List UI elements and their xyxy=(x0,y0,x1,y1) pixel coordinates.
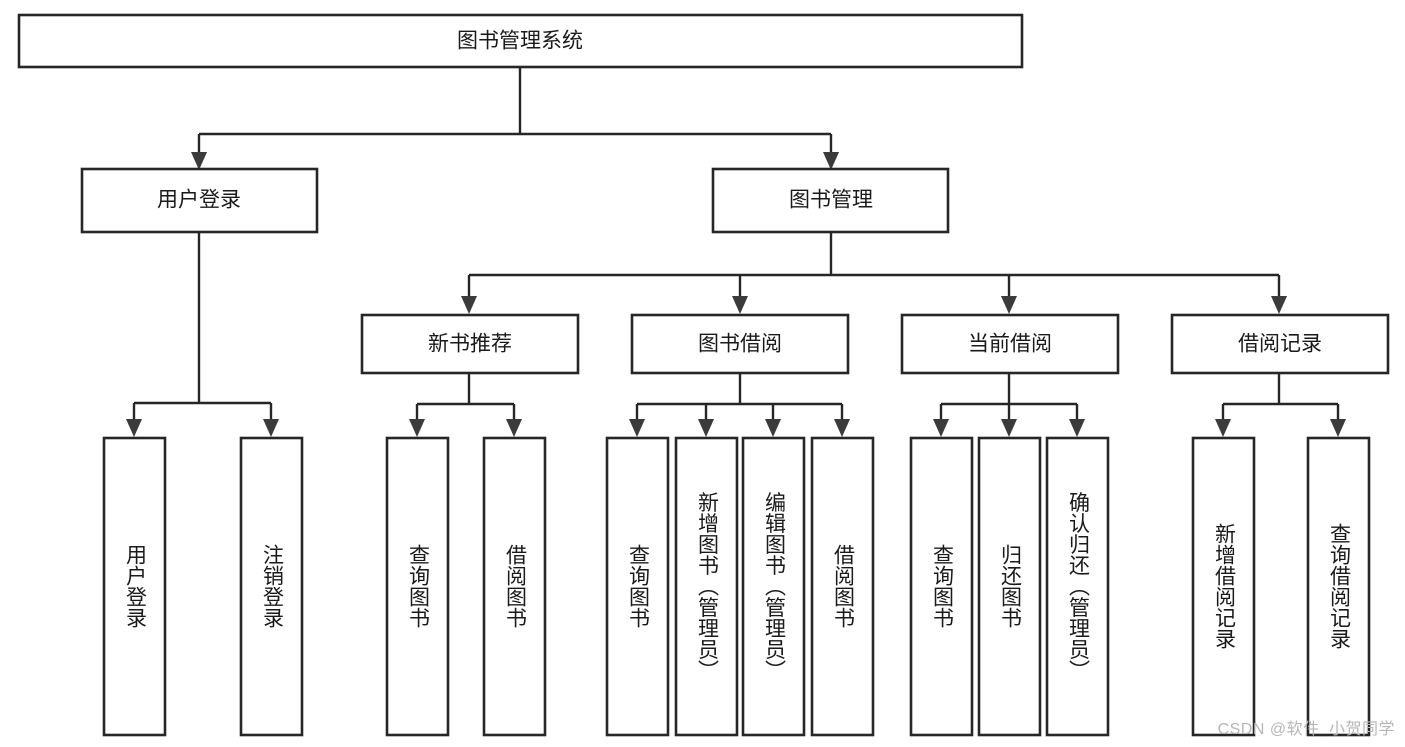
node-user-login[interactable]: 用户登录 xyxy=(80,167,319,234)
connector-group-borrow-record xyxy=(1215,374,1346,437)
node-new-book-rec-label: 新书推荐 xyxy=(428,333,512,356)
node-current-borrow-box[interactable] xyxy=(900,313,1120,375)
leaf-node-query-borrow-record-label: 查询借阅记录 xyxy=(1327,523,1351,649)
arrow-head-icon-leaf-1 xyxy=(126,419,142,437)
connector-group-new-book-rec xyxy=(409,374,522,437)
node-borrow-record-box[interactable] xyxy=(1170,313,1390,375)
arrow-head-icon-borrow-record xyxy=(1271,296,1287,314)
arrow-head-icon-leaf-8 xyxy=(834,419,850,437)
leaf-node-confirm-return[interactable]: 确认归还（管理员） xyxy=(1045,436,1110,737)
node-borrow-record-label: 借阅记录 xyxy=(1238,333,1322,356)
node-book-manage[interactable]: 图书管理 xyxy=(711,167,950,234)
leaf-node-query-borrow-record-box[interactable] xyxy=(1306,436,1371,737)
leaf-node-add-borrow-record-label: 新增借阅记录 xyxy=(1212,523,1236,649)
leaf-node-query-book-current[interactable]: 查询图书 xyxy=(909,436,974,737)
arrow-head-icon-leaf-2 xyxy=(263,419,279,437)
arrow-head-icon-leaf-7 xyxy=(765,419,781,437)
node-current-borrow[interactable]: 当前借阅 xyxy=(900,313,1120,375)
node-new-book-rec[interactable]: 新书推荐 xyxy=(360,313,580,375)
arrow-head-icon-leaf-13 xyxy=(1330,419,1346,437)
leaf-node-logout-label: 注销登录 xyxy=(260,544,284,628)
node-book-borrow-box[interactable] xyxy=(630,313,850,375)
node-book-borrow[interactable]: 图书借阅 xyxy=(630,313,850,375)
leaf-node-confirm-return-box[interactable] xyxy=(1045,436,1110,737)
leaf-node-user-login-label: 用户登录 xyxy=(123,544,147,628)
arrow-head-icon-new-book-rec xyxy=(461,296,477,314)
node-user-login-box[interactable] xyxy=(80,167,319,234)
leaf-node-query-book-rec-box[interactable] xyxy=(385,436,450,737)
arrow-head-icon-leaf-9 xyxy=(933,419,949,437)
leaf-node-query-book-borrow-label: 查询图书 xyxy=(626,544,650,628)
arrow-head-icon-book-borrow xyxy=(732,296,748,314)
node-root-system[interactable]: 图书管理系统 xyxy=(17,13,1024,69)
leaf-node-borrow-book-rec[interactable]: 借阅图书 xyxy=(482,436,547,737)
leaf-node-add-book-box[interactable] xyxy=(674,436,739,737)
arrow-head-icon-book-manage xyxy=(823,152,839,170)
leaf-node-borrow-book-label: 借阅图书 xyxy=(831,544,855,628)
arrow-head-icon-leaf-11 xyxy=(1069,419,1085,437)
leaf-node-edit-book[interactable]: 编辑图书（管理员） xyxy=(741,436,806,737)
node-book-manage-box[interactable] xyxy=(711,167,950,234)
node-root-system-label: 图书管理系统 xyxy=(457,30,583,53)
node-current-borrow-label: 当前借阅 xyxy=(968,333,1052,356)
arrow-head-icon-leaf-12 xyxy=(1215,419,1231,437)
arrow-head-icon-current-borrow xyxy=(1001,296,1017,314)
arrow-head-icon-leaf-10 xyxy=(1001,419,1017,437)
connector-group-root xyxy=(191,67,839,170)
leaf-node-add-borrow-record[interactable]: 新增借阅记录 xyxy=(1191,436,1256,737)
arrow-head-icon-leaf-3 xyxy=(409,419,425,437)
leaf-node-return-book[interactable]: 归还图书 xyxy=(977,436,1042,737)
leaf-node-add-borrow-record-box[interactable] xyxy=(1191,436,1256,737)
node-book-manage-label: 图书管理 xyxy=(789,189,873,212)
leaf-node-query-book-borrow[interactable]: 查询图书 xyxy=(605,436,670,737)
node-root-system-box[interactable] xyxy=(17,13,1024,69)
leaf-node-query-book-current-label: 查询图书 xyxy=(930,544,954,628)
node-new-book-rec-box[interactable] xyxy=(360,313,580,375)
leaf-node-edit-book-box[interactable] xyxy=(741,436,806,737)
leaf-node-confirm-return-label: 确认归还（管理员） xyxy=(1066,492,1090,681)
leaf-node-logout[interactable]: 注销登录 xyxy=(239,436,304,737)
arrow-head-icon-leaf-4 xyxy=(506,419,522,437)
node-user-login-label: 用户登录 xyxy=(157,189,241,212)
node-borrow-record[interactable]: 借阅记录 xyxy=(1170,313,1390,375)
leaf-node-query-book-rec[interactable]: 查询图书 xyxy=(385,436,450,737)
leaf-node-borrow-book-rec-label: 借阅图书 xyxy=(503,544,527,628)
leaf-node-borrow-book[interactable]: 借阅图书 xyxy=(810,436,875,737)
node-book-borrow-label: 图书借阅 xyxy=(698,333,782,356)
leaf-node-add-book-label: 新增图书（管理员） xyxy=(695,492,719,681)
leaf-node-query-book-rec-label: 查询图书 xyxy=(406,544,430,628)
leaf-node-borrow-book-rec-box[interactable] xyxy=(482,436,547,737)
arrow-head-icon-user-login xyxy=(191,152,207,170)
leaf-node-return-book-box[interactable] xyxy=(977,436,1042,737)
arrow-head-icon-leaf-6 xyxy=(698,419,714,437)
leaf-node-user-login[interactable]: 用户登录 xyxy=(102,436,167,737)
leaf-node-add-book[interactable]: 新增图书（管理员） xyxy=(674,436,739,737)
leaf-node-edit-book-label: 编辑图书（管理员） xyxy=(762,492,786,681)
leaf-node-query-book-current-box[interactable] xyxy=(909,436,974,737)
connector-group-book-manage xyxy=(461,233,1287,314)
leaf-node-query-borrow-record[interactable]: 查询借阅记录 xyxy=(1306,436,1371,737)
connector-group-current-borrow xyxy=(933,374,1085,437)
leaf-node-user-login-box[interactable] xyxy=(102,436,167,737)
leaf-node-query-book-borrow-box[interactable] xyxy=(605,436,670,737)
connector-group-book-borrow xyxy=(629,374,850,437)
leaf-node-borrow-book-box[interactable] xyxy=(810,436,875,737)
leaf-node-return-book-label: 归还图书 xyxy=(998,544,1022,628)
leaf-node-logout-box[interactable] xyxy=(239,436,304,737)
arrow-head-icon-leaf-5 xyxy=(629,419,645,437)
connector-group-user-login xyxy=(126,233,279,437)
